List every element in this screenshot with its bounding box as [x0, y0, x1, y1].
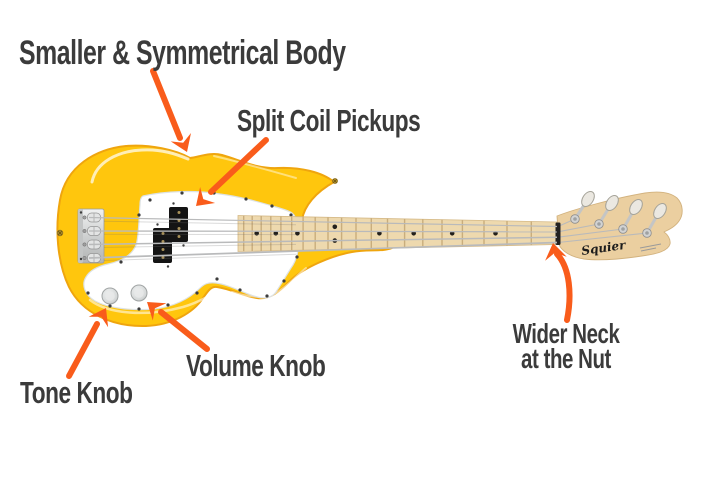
label-wider-neck-line2: at the Nut	[521, 342, 611, 374]
arrow-volume	[147, 302, 210, 352]
strap-button-horn	[332, 178, 338, 184]
strap-button-bottom	[56, 229, 64, 237]
label-volume-knob: Volume Knob	[186, 348, 326, 383]
headstock: Squier	[555, 190, 683, 261]
tuner-posts	[570, 214, 652, 238]
split-coil-pickup	[153, 202, 188, 268]
logo-model-text	[639, 243, 662, 252]
arrow-tone	[66, 308, 109, 379]
pickup-upper-coil	[169, 207, 188, 242]
string-shadows	[103, 220, 297, 261]
volume-knob	[130, 284, 148, 302]
annotation-arrows	[66, 68, 573, 379]
label-wider-neck-line1: Wider Neck	[512, 318, 620, 349]
squier-logo: Squier	[580, 238, 627, 258]
label-tone-knob: Tone Knob	[20, 375, 133, 410]
bridge	[77, 208, 105, 264]
strings	[88, 216, 558, 259]
pickup-pole-pieces	[161, 211, 181, 259]
label-wider-neck-at-nut: Wider Neck at the Nut	[486, 318, 647, 374]
arrow-neck	[545, 243, 573, 323]
tone-knob	[101, 287, 119, 305]
body-gloss-highlight-bottom	[88, 289, 224, 315]
tuning-machines	[570, 190, 667, 238]
body-gloss-highlight-horn	[213, 155, 297, 179]
tuner-paddles	[581, 190, 667, 220]
label-smaller-symmetrical-body: Smaller & Symmetrical Body	[19, 34, 346, 72]
body-gloss-highlight-top	[90, 148, 190, 184]
label-split-coil-pickups: Split Coil Pickups	[237, 103, 421, 138]
pickup-mount-screws	[156, 202, 185, 268]
arrow-pickups	[196, 137, 269, 206]
pickup-lower-coil	[153, 228, 172, 263]
nut	[555, 222, 561, 245]
arrow-body	[150, 68, 191, 152]
bridge-saddles	[82, 212, 101, 263]
